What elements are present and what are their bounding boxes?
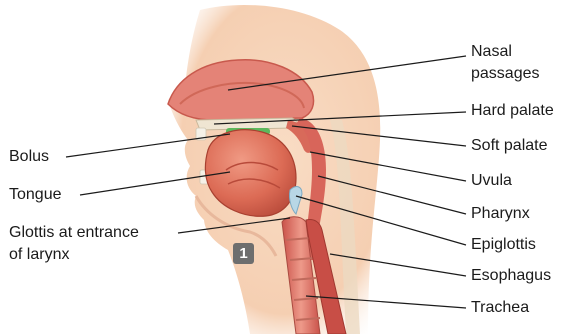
label-esophagus: Esophagus (471, 266, 551, 285)
label-glottis-line2: of larynx (9, 245, 69, 264)
label-glottis-line1: Glottis at entrance (9, 223, 139, 242)
label-pharynx: Pharynx (471, 204, 530, 223)
label-uvula: Uvula (471, 171, 512, 190)
label-epiglottis: Epiglottis (471, 235, 536, 254)
label-hard-palate: Hard palate (471, 101, 554, 120)
label-trachea: Trachea (471, 298, 529, 317)
step-number-badge: 1 (233, 243, 254, 264)
label-nasal-passages-line2: passages (471, 64, 540, 83)
label-nasal-passages-line1: Nasal (471, 42, 512, 61)
label-bolus: Bolus (9, 147, 49, 166)
label-tongue: Tongue (9, 185, 62, 204)
label-soft-palate: Soft palate (471, 136, 548, 155)
